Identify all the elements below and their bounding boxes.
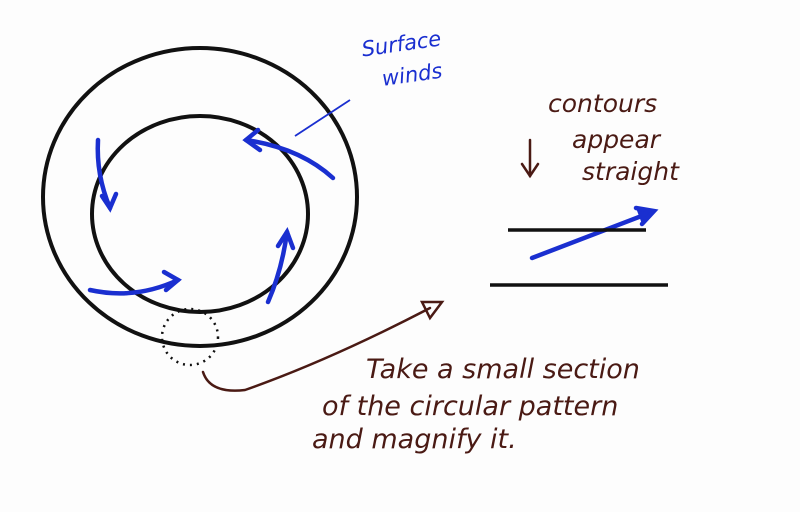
contours-label-line1: contours <box>548 89 657 118</box>
wind-arrow-top <box>243 137 336 181</box>
wind-arrow-bottom <box>87 277 181 296</box>
surface-winds-label-line1: Surface <box>360 27 443 62</box>
surface-winds-pointer <box>294 99 351 137</box>
caption-line3: and magnify it. <box>312 424 517 455</box>
wind-arrows <box>87 127 659 305</box>
contour-wind-arrow <box>529 209 655 261</box>
contours-label-line3: straight <box>582 157 680 186</box>
wind-arrow-right <box>265 229 290 305</box>
caption-line2: of the circular pattern <box>322 391 618 422</box>
outer-contour <box>41 46 359 348</box>
magnify-arrow <box>201 300 445 392</box>
magnify-region-dotted-circle <box>160 307 220 367</box>
caption-line1: Take a small section <box>366 354 640 385</box>
surface-winds-label-line2: winds <box>380 59 443 91</box>
inner-contour <box>90 114 310 314</box>
contours-label-line2: appear <box>572 125 662 154</box>
down-arrow <box>520 138 540 179</box>
